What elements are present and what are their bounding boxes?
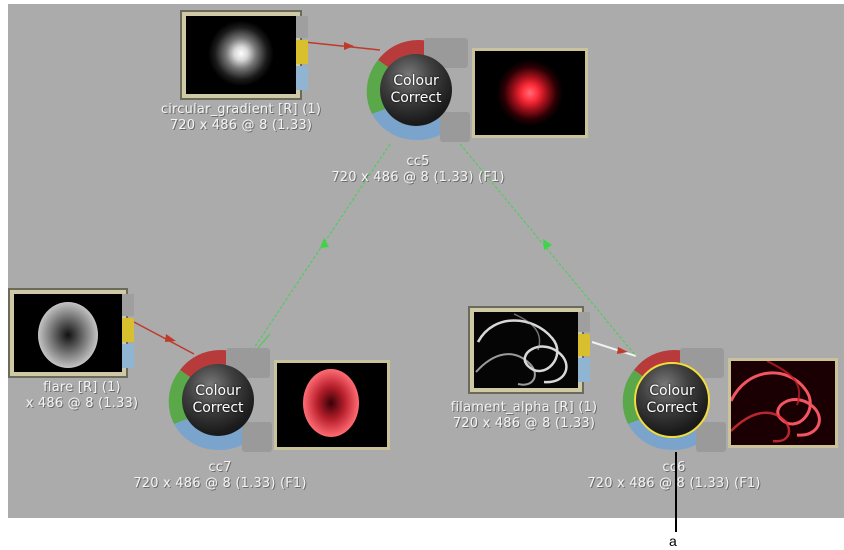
preview-image [731,361,835,445]
node-links [133,41,637,357]
clip-label-circular-gradient: circular_gradient [R] (1) 720 x 486 @ 8 … [136,102,346,134]
link-arrow-icon [617,347,628,354]
node-label-cc5: cc5 720 x 486 @ 8 (1.33) (F1) [298,154,538,186]
tab-grey[interactable] [296,16,308,38]
link-arrow-icon [320,238,329,248]
node-title-line2: Correct [192,400,244,416]
node-name: filament_alpha [R] (1) [450,400,598,415]
node-title-line2: Correct [646,400,698,416]
node-name: cc6 [662,460,686,475]
tab-yellow[interactable] [578,334,590,356]
tab-yellow[interactable] [296,40,308,64]
node-info: x 486 @ 8 (1.33) [25,396,139,411]
node-info: 720 x 486 @ 8 (1.33) [169,118,313,133]
node-ball-selected[interactable]: Colour Correct [634,362,710,438]
node-ball[interactable]: Colour Correct [380,54,452,126]
filament-shape [475,313,568,386]
clip-label-filament-alpha: filament_alpha [R] (1) 720 x 486 @ 8 (1.… [424,400,624,432]
link-arrow-icon [344,42,354,50]
callout-line [675,452,677,532]
clip-thumbnail [14,294,122,372]
callout-label: a [669,533,677,549]
tab-blue[interactable] [296,66,308,90]
tab-grey[interactable] [122,294,134,316]
node-ball[interactable]: Colour Correct [182,364,254,436]
node-info: 720 x 486 @ 8 (1.33) [452,416,596,431]
clip-output-tabs [296,16,308,92]
clip-label-flare: flare [R] (1) x 486 @ 8 (1.33) [8,380,156,412]
link-circular-gradient-to-cc5 [303,41,381,51]
result-preview[interactable] [274,360,390,450]
link-flare-to-cc7 [133,321,195,355]
node-info: 720 x 486 @ 8 (1.33) (F1) [133,476,307,491]
node-info: 720 x 486 @ 8 (1.33) (F1) [587,476,761,491]
clip-thumbnail [474,312,578,388]
node-name: cc7 [208,460,232,475]
node-corner-block [440,112,470,142]
link-filament-to-cc6 [591,341,637,357]
node-title-line1: Colour [393,73,439,89]
node-name: circular_gradient [R] (1) [160,102,322,117]
result-preview[interactable] [472,48,588,138]
node-name: flare [R] (1) [43,380,121,395]
node-title-line2: Correct [390,90,442,106]
clip-frame [468,306,584,394]
node-title-line1: Colour [195,383,241,399]
clip-output-tabs [122,294,134,370]
node-info: 720 x 486 @ 8 (1.33) (F1) [331,170,505,185]
node-corner-block [242,422,272,452]
link-cc5-to-cc6 [459,143,637,357]
link-cc7-upstream [257,333,271,349]
link-arrow-icon [543,239,552,250]
link-arrow-icon [165,334,176,342]
node-label-cc6: cc6 720 x 486 @ 8 (1.33) (F1) [554,460,794,492]
node-title-line1: Colour [649,383,695,399]
preview-image [303,369,359,437]
clip-output-tabs [578,312,590,388]
flare-shape [38,302,98,368]
node-name: cc5 [406,154,430,169]
node-corner-block [696,422,726,452]
clip-frame [8,288,128,378]
tab-blue[interactable] [578,358,590,382]
schematic-canvas[interactable]: circular_gradient [R] (1) 720 x 486 @ 8 … [8,4,844,518]
clip-frame [180,10,302,100]
result-preview[interactable] [728,358,838,448]
tab-yellow[interactable] [122,318,134,342]
tab-blue[interactable] [122,344,134,368]
preview-image [475,51,585,135]
node-label-cc7: cc7 720 x 486 @ 8 (1.33) (F1) [100,460,340,492]
tab-grey[interactable] [578,312,590,332]
clip-thumbnail [186,16,296,94]
